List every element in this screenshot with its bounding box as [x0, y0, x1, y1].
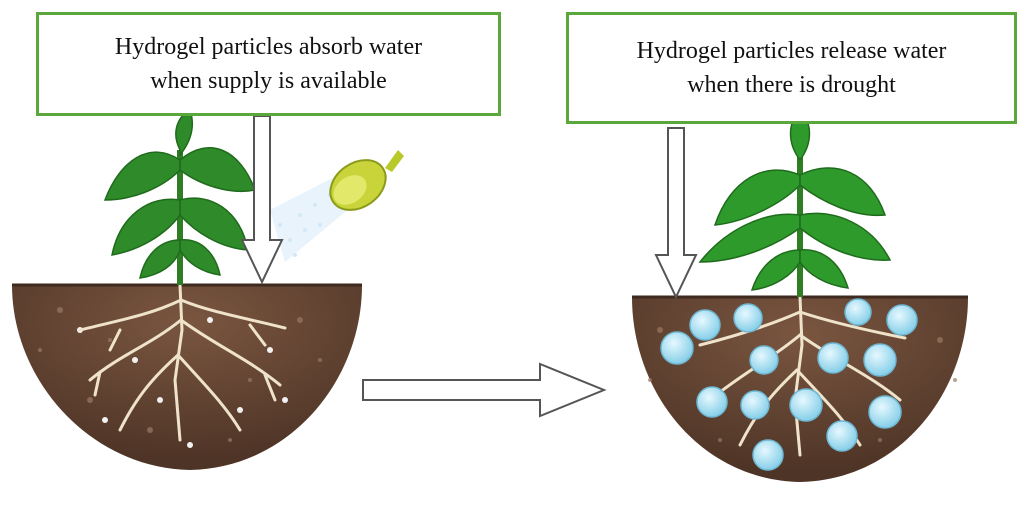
hydrogel-particle-icon	[696, 386, 728, 418]
roots-icon	[78, 283, 287, 442]
hydrogel-particle-icon	[733, 303, 763, 333]
hydrogel-particle-icon	[868, 395, 902, 429]
hydrogel-particle-icon	[844, 298, 872, 326]
soil-icon	[12, 285, 362, 470]
release-caption-line2: when there is drought	[687, 72, 896, 98]
down-arrow-icon	[240, 115, 284, 285]
hydrogel-particle-icon	[660, 331, 694, 365]
release-caption-line1: Hydrogel particles release water	[636, 38, 947, 64]
hydrogel-particles	[660, 298, 918, 471]
right-arrow-icon	[362, 362, 607, 418]
plant-icon	[698, 106, 892, 291]
right-scene	[632, 106, 968, 482]
release-caption-box: Hydrogel particles release water when th…	[566, 12, 1017, 124]
left-scene	[12, 108, 404, 470]
hydrogel-particle-icon	[789, 388, 823, 422]
watering-can-icon	[329, 150, 404, 211]
hydrogel-particle-icon	[749, 345, 779, 375]
absorb-caption-box: Hydrogel particles absorb water when sup…	[36, 12, 501, 116]
down-arrow-icon	[654, 127, 698, 300]
hydrogel-particle-icon	[740, 390, 770, 420]
plant-icon	[103, 108, 257, 279]
absorb-caption-line1: Hydrogel particles absorb water	[114, 34, 423, 60]
absorb-caption-line2: when supply is available	[150, 68, 387, 94]
hydrogel-particle-icon	[817, 342, 849, 374]
hydrogel-particle-icon	[752, 439, 784, 471]
hydrogel-particle-icon	[863, 343, 897, 377]
hydrogel-particle-icon	[689, 309, 721, 341]
hydrogel-particle-icon	[886, 304, 918, 336]
hydrogel-particle-icon	[826, 420, 858, 452]
